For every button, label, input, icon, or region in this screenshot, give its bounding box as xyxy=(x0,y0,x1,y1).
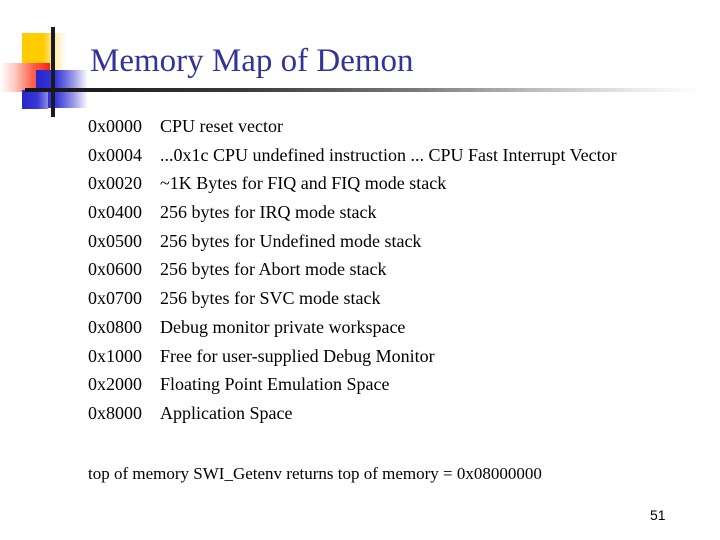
table-row: 0x1000 Free for user-supplied Debug Monit… xyxy=(88,342,688,371)
title-divider xyxy=(25,88,697,92)
memory-address: 0x0400 xyxy=(88,202,142,223)
table-row: 0x0700 256 bytes for SVC mode stack xyxy=(88,284,688,313)
memory-address: 0x0000 xyxy=(88,116,142,136)
table-row: 0x0020 ~1K Bytes for FIQ and FIQ mode sta… xyxy=(88,169,688,198)
memory-description: ~1K Bytes for FIQ and FIQ mode stack xyxy=(160,173,447,194)
memory-address: 0x8000 xyxy=(88,402,142,423)
table-row: 0x0400 256 bytes for IRQ mode stack xyxy=(88,198,688,227)
table-row: 0x0000 CPU reset vector xyxy=(88,112,688,141)
memory-description: Free for user-supplied Debug Monitor xyxy=(160,345,435,366)
table-row: 0x0600 256 bytes for Abort mode stack xyxy=(88,255,688,284)
memory-description: Debug monitor private workspace xyxy=(160,316,406,337)
memory-address: 0x0800 xyxy=(88,316,142,337)
memory-description: ...0x1c CPU undefined instruction ... CP… xyxy=(160,144,617,165)
memory-description: CPU reset vector xyxy=(160,116,283,136)
table-row: 0x2000 Floating Point Emulation Space xyxy=(88,370,688,399)
table-row: 0x0800 Debug monitor private workspace xyxy=(88,313,688,342)
memory-description: 256 bytes for Abort mode stack xyxy=(160,259,387,280)
page-title: Memory Map of Demon xyxy=(90,43,414,79)
memory-description: Floating Point Emulation Space xyxy=(160,374,390,395)
table-row: 0x0004 ...0x1c CPU undefined instruction … xyxy=(88,141,688,170)
page-number: 51 xyxy=(650,507,666,523)
table-row: 0x0500 256 bytes for Undefined mode stack xyxy=(88,227,688,256)
memory-map-table: 0x0000 CPU reset vector 0x0004 ...0x1c CPU… xyxy=(88,112,688,428)
memory-address: 0x1000 xyxy=(88,345,142,366)
logo-blue-square-small xyxy=(22,90,48,109)
memory-address: 0x0700 xyxy=(88,288,142,309)
memory-address: 0x2000 xyxy=(88,374,142,395)
memory-description: Application Space xyxy=(160,402,293,423)
memory-description: 256 bytes for IRQ mode stack xyxy=(160,202,377,223)
decorative-squares-logo xyxy=(0,22,96,117)
memory-address: 0x0600 xyxy=(88,259,142,280)
top-of-memory-note: top of memory SWI_Getenv returns top of … xyxy=(88,464,542,483)
memory-description: 256 bytes for SVC mode stack xyxy=(160,288,381,309)
logo-vertical-line xyxy=(51,27,55,117)
memory-description: 256 bytes for Undefined mode stack xyxy=(160,230,422,251)
table-row: 0x8000 Application Space xyxy=(88,399,688,428)
memory-address: 0x0004 xyxy=(88,144,142,165)
memory-address: 0x0500 xyxy=(88,230,142,251)
memory-address: 0x0020 xyxy=(88,173,142,194)
